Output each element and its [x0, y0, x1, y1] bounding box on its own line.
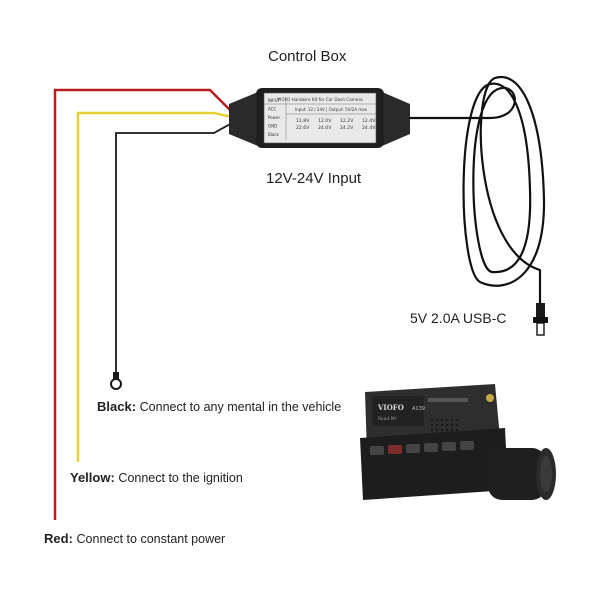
voltage-cell: 12.0V — [318, 118, 332, 124]
black-wire-name: Black: — [97, 399, 137, 414]
input-voltage-label: 12V-24V Input — [266, 170, 362, 187]
control-box-header-text: VIOFO Hardwire Kit for Car Dash Camera — [277, 97, 363, 102]
camera-model-text: A139 — [412, 406, 425, 412]
voltage-cell: 12.4V — [362, 118, 376, 124]
red-wire-description: Connect to constant power — [76, 532, 226, 546]
red-wire-label: Red: Connect to constant power — [44, 531, 225, 546]
black-wire — [115, 122, 233, 376]
voltage-cell: 22.6V — [296, 125, 310, 131]
control-box: VIOFO Hardwire Kit for Car Dash Camera I… — [229, 88, 410, 148]
red-wire-name: Red: — [44, 531, 73, 546]
control-box-side-label: Black — [268, 132, 280, 137]
black-wire-description: Connect to any mental in the vehicle — [139, 400, 342, 414]
camera-brand-logo: VIOFO — [377, 403, 404, 412]
control-box-side-label: ACC — [268, 107, 276, 112]
output-cable — [410, 75, 546, 305]
dash-camera: VIOFO A139 Road Mr — [360, 384, 556, 500]
control-box-side-label: GND — [268, 124, 277, 129]
control-box-side-label: Power — [268, 115, 280, 120]
voltage-cell: 24.4V — [362, 125, 376, 131]
ring-terminal-icon — [110, 372, 122, 390]
voltage-cell: 24.0V — [318, 125, 332, 131]
yellow-wire — [76, 111, 233, 462]
voltage-cell: 11.8V — [296, 118, 310, 124]
voltage-cell: 12.2V — [340, 118, 354, 124]
control-box-spec-text: Input: 12 / 24V | Output: 5V/2A max — [295, 107, 368, 112]
red-wire — [53, 88, 233, 520]
camera-sub-text: Road Mr — [378, 416, 397, 422]
black-wire-label: Black: Connect to any mental in the vehi… — [97, 399, 341, 414]
yellow-wire-name: Yellow: — [70, 470, 115, 485]
voltage-cell: 24.2V — [340, 125, 354, 131]
control-box-side-label: INPUT — [268, 98, 281, 103]
output-label: 5V 2.0A USB-C — [410, 310, 507, 326]
control-box-title: Control Box — [268, 48, 347, 65]
yellow-wire-label: Yellow: Connect to the ignition — [70, 470, 243, 485]
usb-c-plug-icon — [533, 303, 548, 336]
yellow-wire-description: Connect to the ignition — [118, 471, 243, 485]
